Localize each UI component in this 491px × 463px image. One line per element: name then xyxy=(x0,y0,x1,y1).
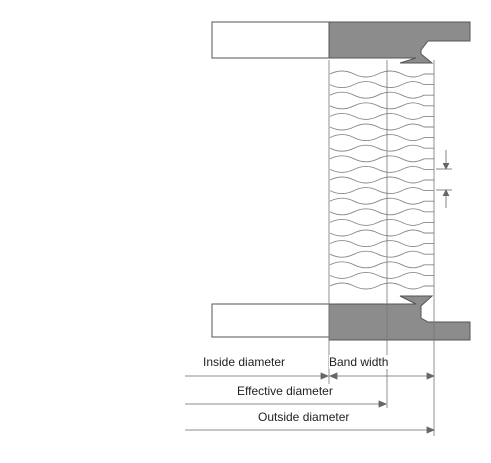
wave-spring-layer xyxy=(329,91,434,99)
bottom-shaft-section xyxy=(211,303,330,338)
outside-diameter-label: Outside diameter xyxy=(258,410,350,424)
wave-spring-layer xyxy=(329,271,434,279)
wave-spring-layer xyxy=(329,218,434,226)
effective-diameter-label: Effective diameter xyxy=(237,384,333,398)
wave-spring-layer xyxy=(329,102,434,110)
wave-spring-layer xyxy=(329,155,434,163)
wave-spring-layer xyxy=(329,240,434,248)
wave-spring-layer xyxy=(329,208,434,216)
wave-spring-layer xyxy=(329,187,434,195)
wave-spring-layer xyxy=(329,134,434,142)
wave-spring-layer xyxy=(329,197,434,205)
wave-spring-layer xyxy=(329,123,434,131)
bottom-housing-section xyxy=(328,295,471,341)
wave-spring-layer xyxy=(329,70,434,78)
wave-spring-layer xyxy=(329,229,434,237)
wave-spring-layer xyxy=(329,282,434,290)
extension-lines xyxy=(328,60,435,436)
wave-spring-layer xyxy=(329,261,434,269)
dimension-lines xyxy=(185,372,436,434)
band-width-label: Band width xyxy=(329,355,389,369)
top-housing-section xyxy=(328,21,471,64)
wave-spring-layer xyxy=(329,81,434,89)
wave-spring-layer xyxy=(329,176,434,184)
wave-spring-layer xyxy=(329,250,434,258)
wave-spring-stack xyxy=(329,70,434,290)
wave-spring-layer xyxy=(329,144,434,152)
wave-spring-layer xyxy=(329,165,434,173)
inside-diameter-label: Inside diameter xyxy=(203,355,286,369)
wave-spring-layer xyxy=(329,112,434,120)
pitch-dimension-marker xyxy=(436,150,452,208)
top-shaft-section xyxy=(211,21,330,59)
